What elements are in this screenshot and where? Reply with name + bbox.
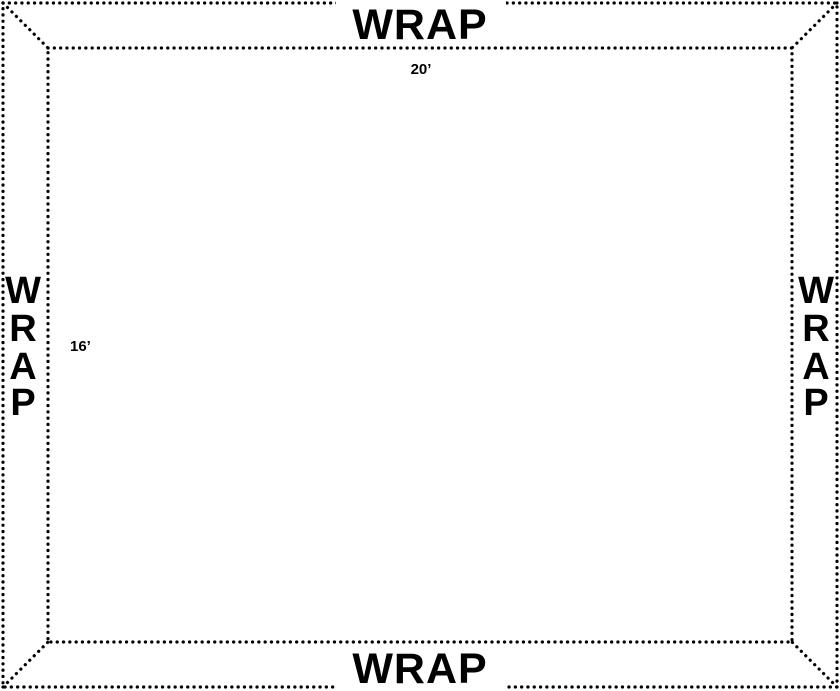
left-wrap-letter: R xyxy=(9,308,36,350)
left-wrap-letter: W xyxy=(5,270,41,312)
right-wrap-letter: P xyxy=(803,382,828,424)
bottom-label-backing xyxy=(336,647,506,691)
corner-line-top-right xyxy=(790,1,839,50)
corner-line-bottom-right xyxy=(790,640,839,689)
left-wrap-letter: A xyxy=(9,346,36,388)
right-wrap-letter: R xyxy=(802,308,829,350)
inner-panel-border xyxy=(46,46,794,644)
corner-line-bottom-left xyxy=(1,640,50,689)
right-wrap-letter: W xyxy=(798,270,834,312)
right-wrap-label: W R A P xyxy=(798,270,834,424)
height-dimension-label: 16’ xyxy=(70,338,91,355)
top-wrap-label: WRAP xyxy=(352,1,487,49)
left-wrap-letter: P xyxy=(10,382,35,424)
width-dimension-label: 20’ xyxy=(411,61,432,78)
corner-line-top-left xyxy=(1,1,50,50)
left-wrap-label: W R A P xyxy=(5,270,41,424)
top-label-backing xyxy=(336,0,506,44)
right-wrap-letter: A xyxy=(802,346,829,388)
bottom-wrap-label: WRAP xyxy=(352,645,487,691)
